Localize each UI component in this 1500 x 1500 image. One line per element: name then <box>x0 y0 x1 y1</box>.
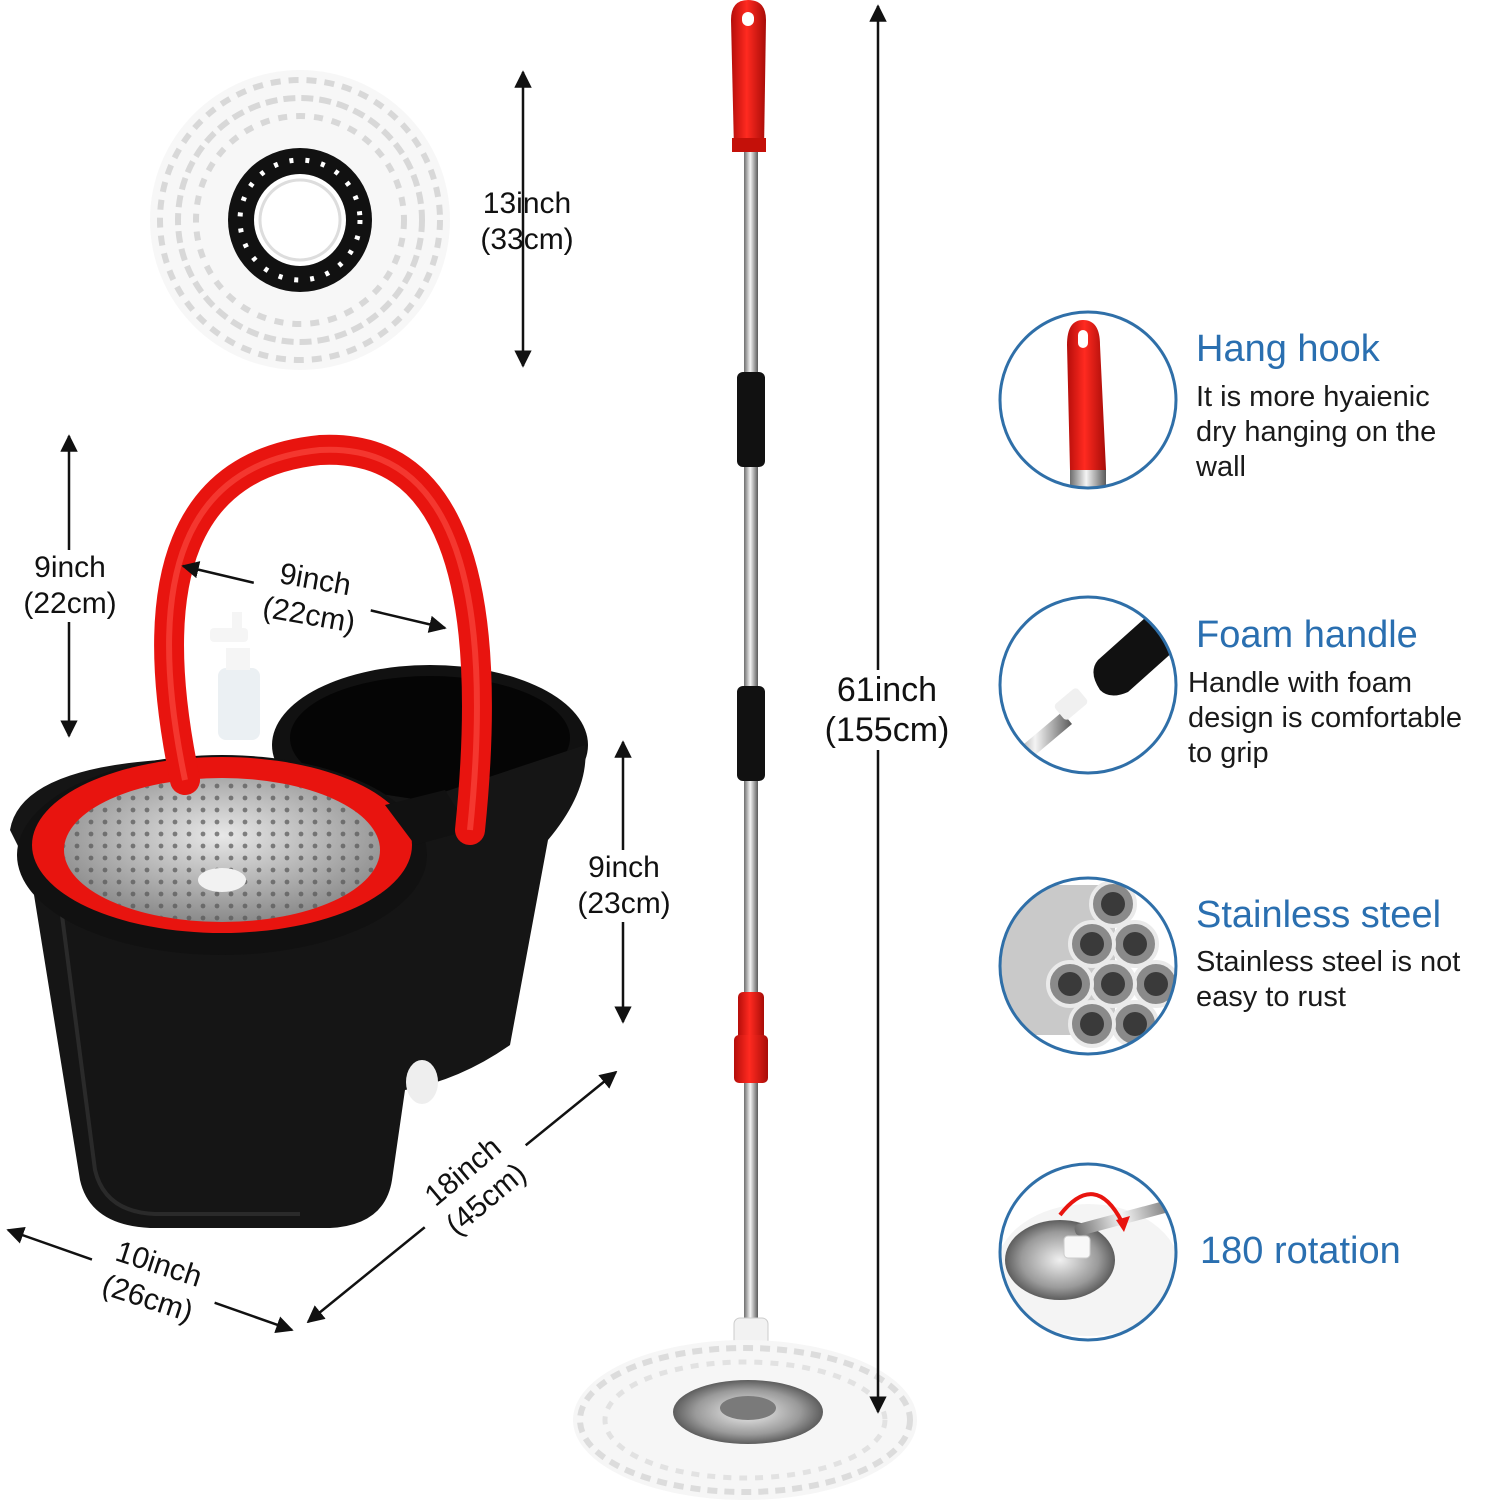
bucket-height-inch: 9inch <box>588 851 660 884</box>
spin-mop <box>573 0 917 1500</box>
spin-bucket <box>10 434 588 1228</box>
feature-desc-hang-hook: It is more hyaienic dry hanging on the w… <box>1196 380 1436 485</box>
rotation-icon <box>998 1162 1178 1342</box>
spare-mop-head <box>150 70 450 370</box>
handle-height-cm: (22cm) <box>23 587 117 620</box>
mop-head-cm: (33cm) <box>480 223 574 256</box>
feature-title-rotation: 180 rotation <box>1200 1230 1401 1272</box>
mop-length-label: 61inch (155cm) <box>812 670 962 750</box>
feature-desc-line: wall <box>1196 451 1246 483</box>
handle-height-inch: 9inch <box>34 551 106 584</box>
mop-head-dimension-label: 13inch (33cm) <box>462 186 592 258</box>
bucket-height-cm: (23cm) <box>577 887 671 920</box>
feature-desc-stainless-steel: Stainless steel is not easy to rust <box>1196 945 1460 1015</box>
foam-handle-icon <box>998 595 1178 775</box>
handle-height-label: 9inch (22cm) <box>10 550 130 622</box>
feature-desc-line: It is more hyaienic <box>1196 381 1430 413</box>
feature-desc-line: Handle with foam <box>1188 667 1413 699</box>
mop-length-cm: (155cm) <box>824 711 950 749</box>
feature-desc-line: to grip <box>1188 737 1269 769</box>
feature-desc-line: easy to rust <box>1196 981 1346 1013</box>
feature-desc-line: dry hanging on the <box>1196 416 1437 448</box>
feature-title-foam-handle: Foam handle <box>1196 614 1418 656</box>
steel-tubes-icon <box>998 876 1178 1056</box>
feature-desc-foam-handle: Handle with foam design is comfortable t… <box>1188 666 1462 771</box>
feature-title-stainless-steel: Stainless steel <box>1196 894 1442 936</box>
mop-head-inch: 13inch <box>482 187 572 220</box>
mop-length-inch: 61inch <box>836 671 938 709</box>
feature-title-hang-hook: Hang hook <box>1196 328 1380 370</box>
feature-desc-line: Stainless steel is not <box>1196 946 1461 978</box>
feature-desc-line: design is comfortable <box>1188 702 1463 734</box>
hang-hook-icon <box>998 310 1178 490</box>
bucket-height-label: 9inch (23cm) <box>564 850 684 922</box>
